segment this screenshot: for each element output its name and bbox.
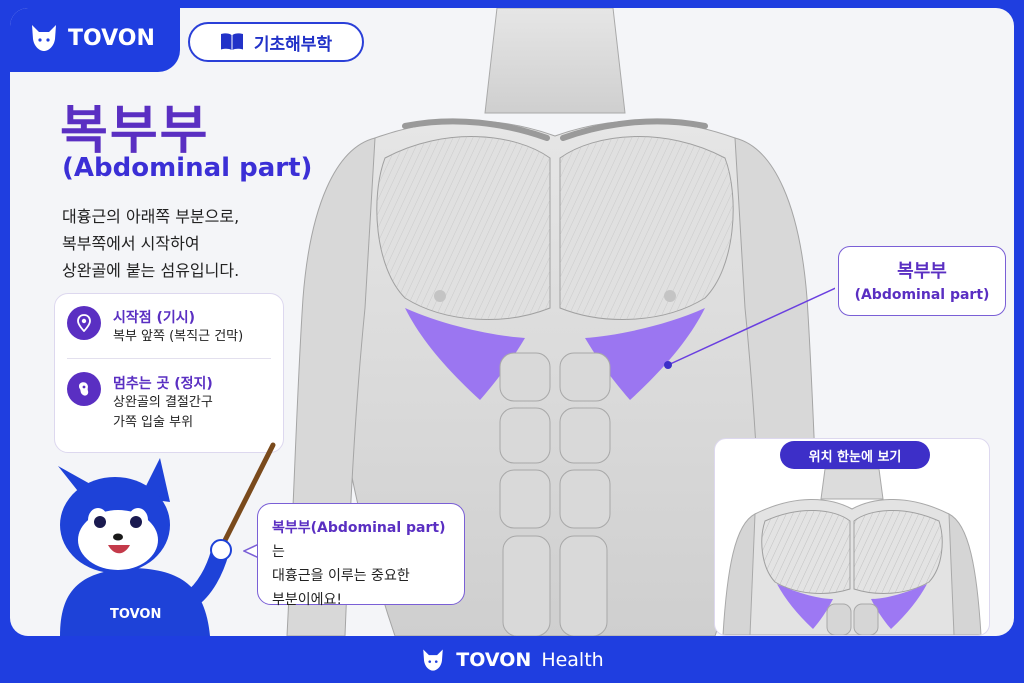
speech-suffix: 는: [272, 544, 285, 560]
page-subtitle: (Abdominal part): [62, 153, 313, 183]
brand-name: TOVON: [68, 25, 155, 51]
speech-bubble-tail: [243, 543, 259, 559]
main-panel: TOVON 기초해부학 복부부 (Abdominal part) 대흉근의 아래…: [10, 8, 1014, 636]
fox-logo-icon: [32, 25, 56, 51]
book-icon: [220, 33, 243, 50]
fox-mascot-illustration: TOVON: [58, 442, 276, 636]
location-pin-icon: [67, 306, 101, 340]
speech-bubble: 복부부(Abdominal part) 는 대흉근을 이루는 중요한 부분이에요!: [257, 503, 465, 608]
insertion-text: 가쪽 입술 부위: [113, 415, 194, 430]
footer-brand: TOVON: [456, 648, 532, 671]
callout-label-korean: 복부부: [897, 261, 947, 282]
page-title: 복부부: [60, 101, 210, 161]
origin-row: 시작점 (기시) 복부 앞쪽 (복직근 건막): [67, 306, 243, 347]
footer-suffix: Health: [541, 648, 604, 671]
origin-title: 시작점 (기시): [113, 310, 196, 326]
bone-icon: [67, 372, 101, 406]
speech-highlight: 복부부(Abdominal part): [272, 520, 446, 536]
mini-torso-illustration: [722, 468, 982, 635]
description: 대흉근의 아래쪽 부분으로, 복부쪽에서 시작하여 상완골에 붙는 섬유입니다.: [62, 203, 302, 284]
speech-line: 부분이에요!: [272, 592, 343, 608]
description-line: 복부쪽에서 시작하여: [62, 234, 200, 253]
divider: [67, 358, 271, 359]
insertion-title: 멈추는 곳 (정지): [113, 376, 213, 392]
description-line: 상완골에 붙는 섬유입니다.: [62, 261, 240, 280]
category-pill[interactable]: 기초해부학: [188, 22, 364, 62]
brand-logo[interactable]: TOVON: [28, 22, 155, 54]
info-card: 시작점 (기시) 복부 앞쪽 (복직근 건막) 멈추는 곳 (정지) 상완골의 …: [54, 293, 284, 453]
insertion-text: 상완골의 결절간구: [113, 395, 213, 410]
origin-text: 복부 앞쪽 (복직근 건막): [113, 329, 244, 344]
insertion-row: 멈추는 곳 (정지) 상완골의 결절간구 가쪽 입술 부위: [67, 372, 213, 433]
category-label: 기초해부학: [253, 34, 333, 55]
mini-view-label: 위치 한눈에 보기: [780, 441, 930, 469]
mini-view-panel: [714, 438, 990, 636]
footer: TOVON Health: [0, 636, 1024, 683]
speech-line: 대흉근을 이루는 중요한: [272, 568, 410, 584]
fox-logo-icon: [423, 648, 444, 671]
description-line: 대흉근의 아래쪽 부분으로,: [62, 207, 240, 226]
mascot-shirt-text: TOVON: [110, 607, 161, 622]
callout-label: 복부부 (Abdominal part): [838, 246, 1006, 316]
callout-label-english: (Abdominal part): [854, 287, 990, 303]
